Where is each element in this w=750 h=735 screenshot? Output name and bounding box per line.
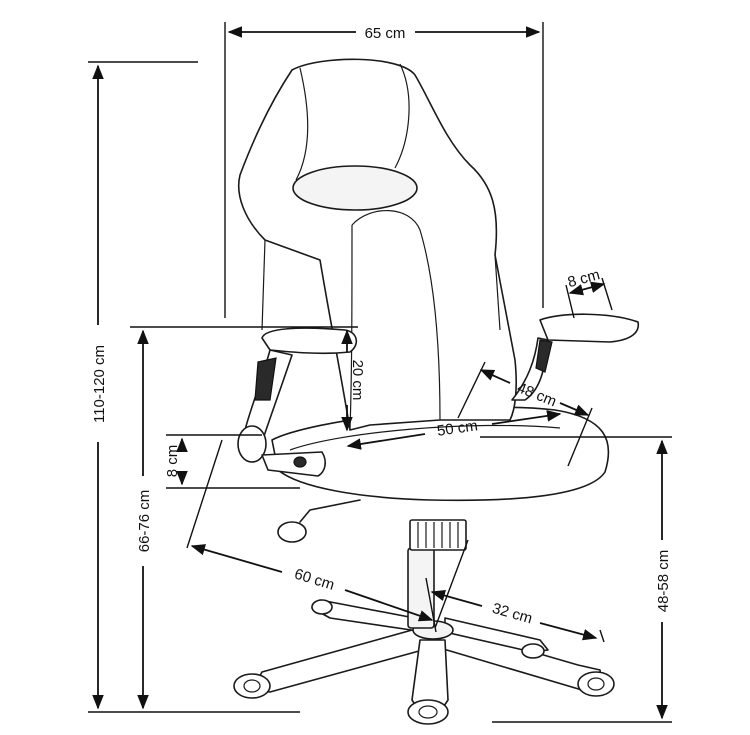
caster-back-right [521, 643, 545, 659]
gas-cylinder [407, 519, 467, 629]
label-armrest-width: 8 cm [566, 266, 602, 291]
label-seat-height: 48-58 cm [655, 550, 672, 613]
label-seat-thickness: 8 cm [164, 445, 181, 478]
caster-right [577, 671, 615, 697]
dim-seat-thickness: 8 cm [164, 434, 300, 489]
label-seat-width: 50 cm [436, 417, 479, 440]
backrest [238, 58, 517, 431]
label-backrest-above-arm: 20 cm [349, 360, 366, 401]
label-width: 65 cm [365, 25, 406, 42]
label-base-diameter: 60 cm [292, 566, 336, 594]
label-armrest-height: 66-76 cm [136, 490, 153, 553]
caster-front [407, 699, 449, 725]
height-lever [277, 499, 361, 543]
armrest-left [237, 327, 358, 477]
dim-total-height: 110-120 cm [88, 61, 300, 713]
dim-seat-width: 50 cm [346, 410, 562, 450]
caster-left [233, 673, 271, 699]
label-base-radius: 32 cm [490, 600, 534, 628]
label-total-height: 110-120 cm [91, 345, 108, 423]
caster-back-left [311, 599, 333, 615]
dim-backrest-above-arm: 20 cm [341, 329, 366, 432]
dim-armrest-width: 8 cm [565, 266, 613, 319]
dim-width: 65 cm [224, 22, 544, 318]
dim-armrest-height: 66-76 cm [130, 326, 358, 710]
dim-seat-height: 48-58 cm [480, 436, 672, 723]
armrest-right [511, 313, 640, 401]
